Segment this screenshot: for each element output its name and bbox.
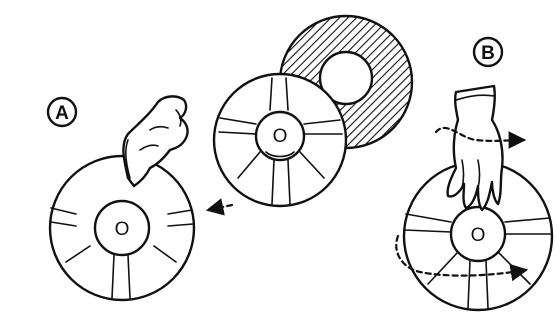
right-disc-hub-mark: O	[471, 225, 486, 246]
middle-disc-icon: O	[214, 74, 346, 206]
left-disc-icon: O	[50, 156, 194, 300]
middle-disc-hub-mark: O	[273, 126, 288, 147]
step-a-badge: A	[48, 98, 76, 126]
left-disc-hub-mark: O	[115, 219, 130, 240]
glove-icon	[448, 86, 503, 210]
step-b-label: B	[481, 43, 495, 64]
dashed-arrow-icon	[208, 205, 232, 210]
step-a-label: A	[55, 103, 69, 124]
step-b-badge: B	[474, 38, 502, 66]
step-a-group: A O	[48, 96, 232, 300]
step-b-group: B O	[396, 38, 552, 310]
